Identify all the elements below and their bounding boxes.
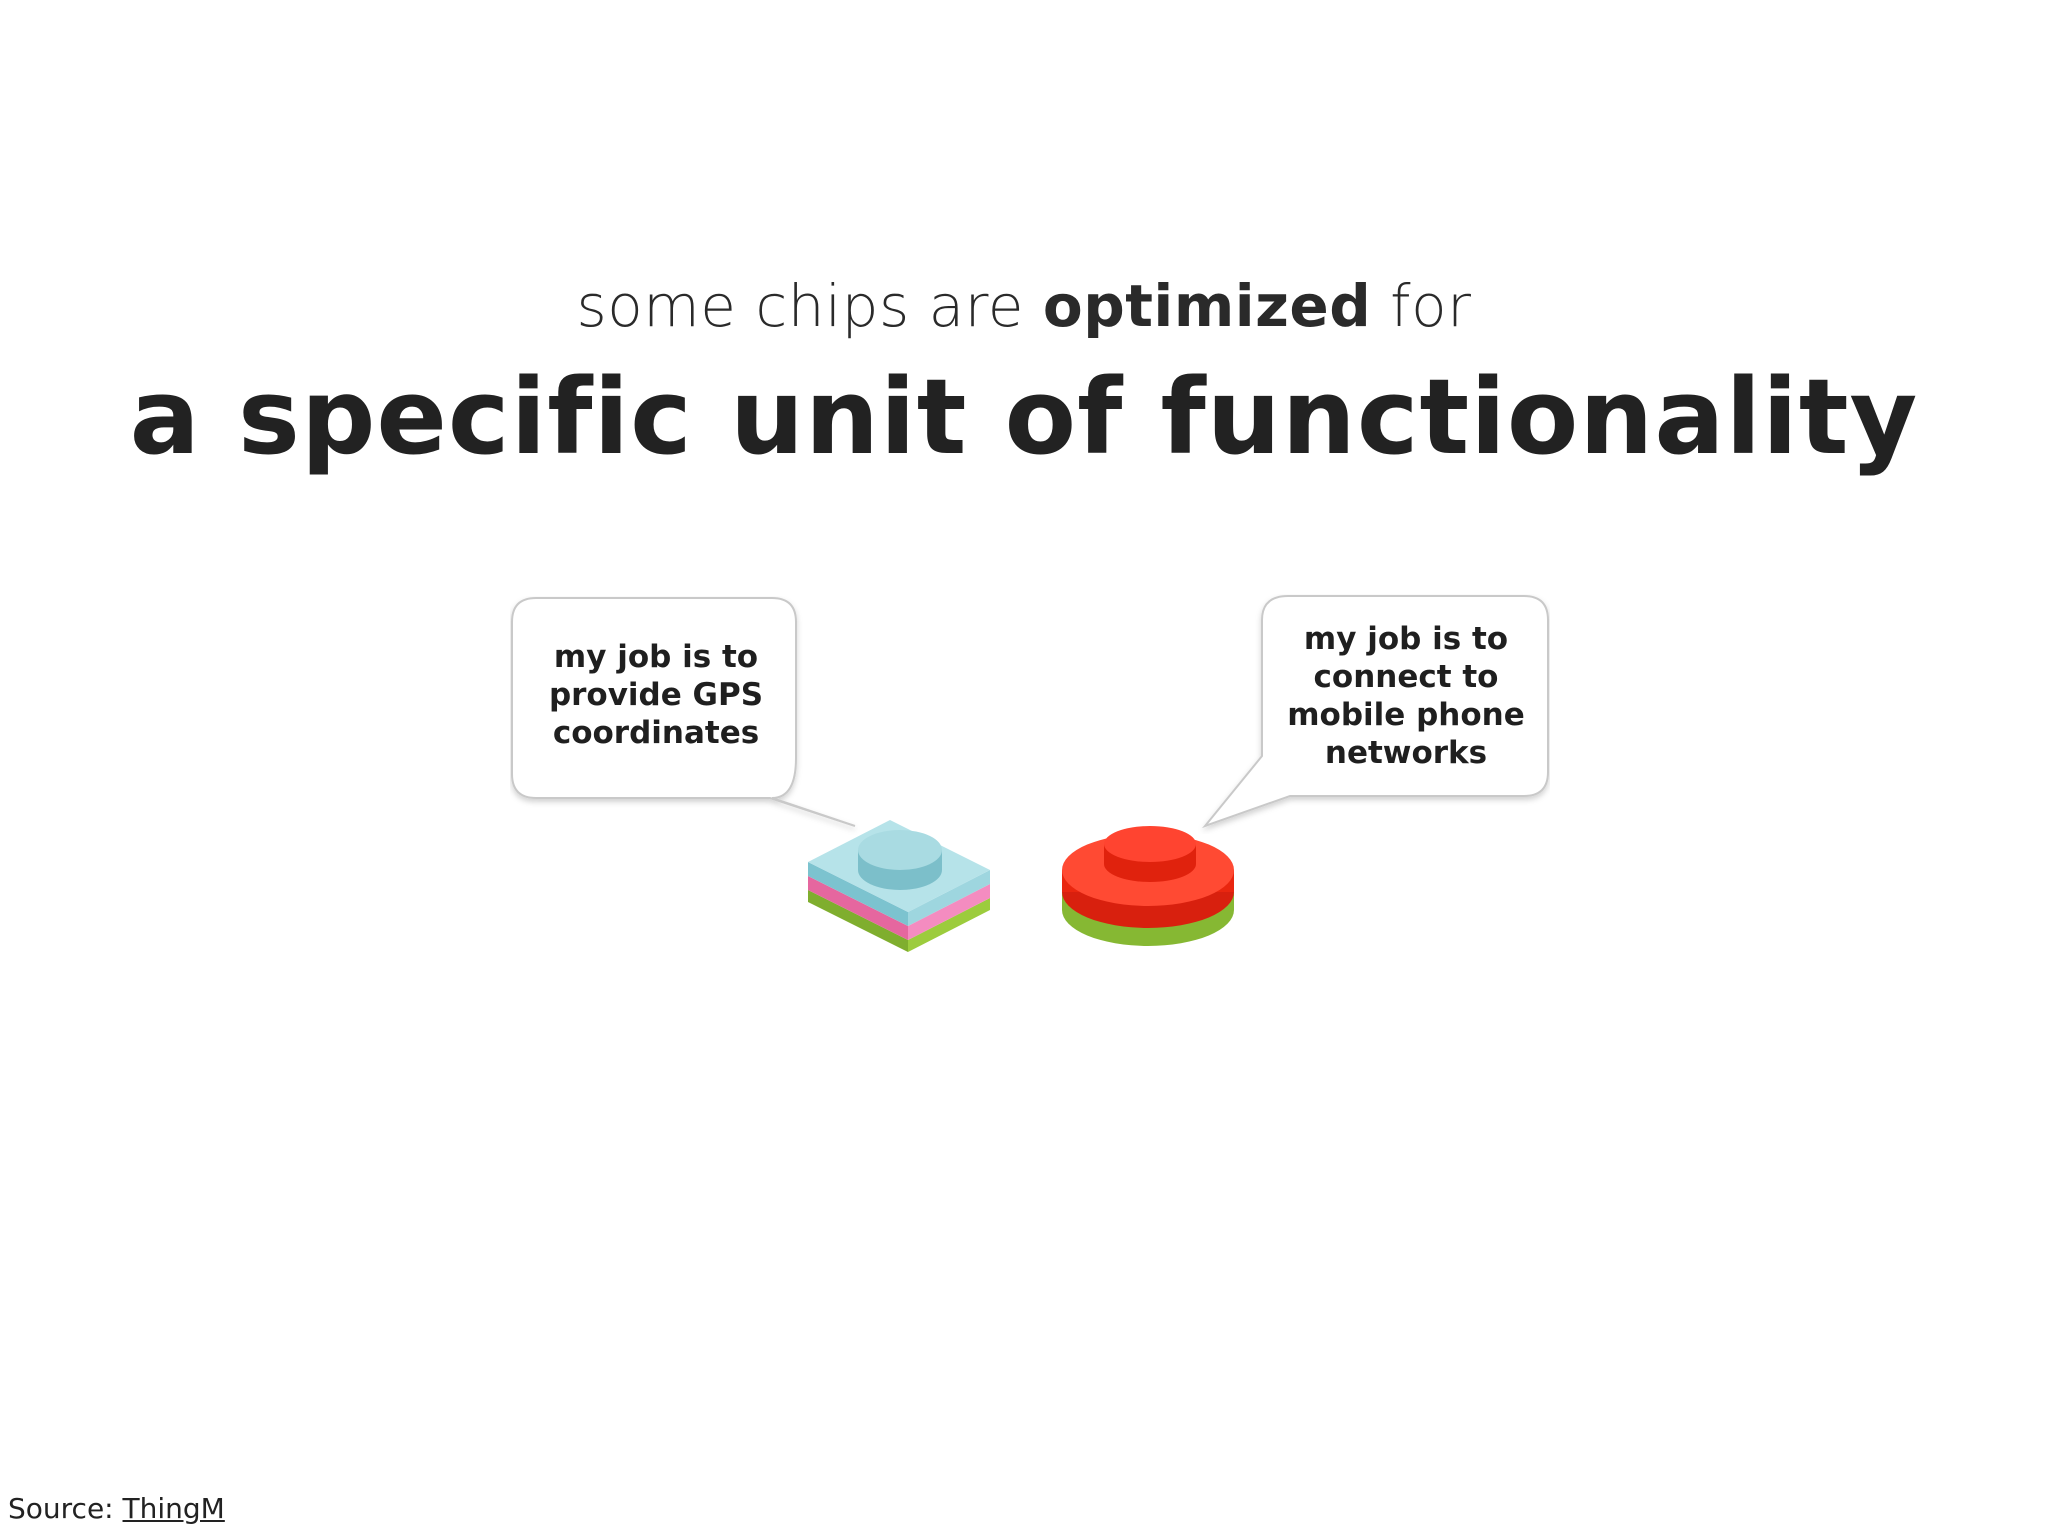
mobile-network-chip-icon [1062,826,1234,946]
source-credit: Source: ThingM [8,1492,225,1525]
gps-chip-icon [808,820,990,952]
mobile-network-speech-bubble: my job is to connect to mobile phone net… [1190,594,1550,834]
subtitle-text-post: for [1371,272,1472,340]
bubble-line: coordinates [552,715,760,751]
source-link[interactable]: ThingM [122,1492,225,1525]
subtitle-emphasis: optimized [1042,272,1372,340]
bubble-line: my job is to [553,639,759,675]
subtitle-text-pre: some chips are [576,272,1043,340]
bubble-line: mobile phone [1287,697,1525,733]
mobile-network-bubble-text: my job is to connect to mobile phone net… [1268,620,1544,772]
chip-illustration [808,820,1234,952]
speech-bubble-shape [511,597,856,827]
bubble-line: networks [1324,735,1488,771]
speech-bubble-shape [1201,595,1549,829]
slide-subtitle: some chips are optimized for [0,272,2048,340]
slide-title: a specific unit of functionality [129,356,1919,478]
bubble-line: my job is to [1303,621,1509,657]
gps-bubble-text: my job is to provide GPS coordinates [518,638,794,752]
source-label: Source: [8,1492,123,1525]
bubble-line: connect to [1313,659,1499,695]
gps-speech-bubble: my job is to provide GPS coordinates [510,596,890,836]
bubble-line: provide GPS [548,677,764,713]
